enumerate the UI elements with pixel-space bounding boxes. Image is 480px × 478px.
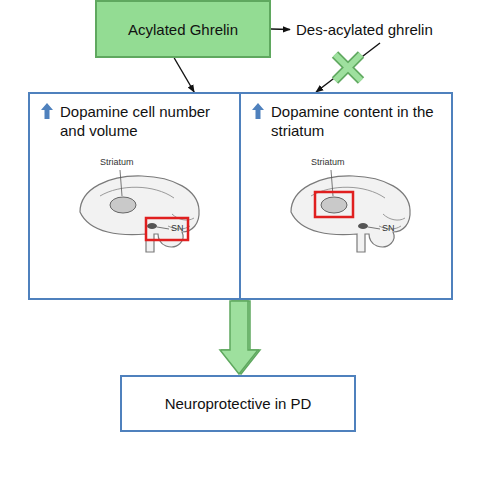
block-cross [335,55,361,81]
effect-box: Dopamine cell number and volumeStriatumS… [28,92,241,300]
text-row: Dopamine content in the striatum [249,102,443,140]
leader-line [368,227,380,229]
plain-node: Des-acylated ghrelin [290,16,470,43]
region-label: SN [382,223,395,234]
effect-box: Dopamine content in the striatumStriatum… [239,92,453,300]
node-text: Dopamine cell number and volume [60,102,231,140]
leader-line [157,227,169,229]
highlight-box [315,192,353,217]
brain-illustration [68,156,208,256]
block-arrow [220,301,258,374]
text-row: Dopamine cell number and volume [38,102,231,140]
start-box: Acylated Ghrelin [95,0,271,58]
arrow-connector [174,58,194,92]
region-label: Striatum [100,157,134,168]
increase-arrow-icon [252,103,264,119]
node-text: Acylated Ghrelin [128,20,238,39]
brain-outline [291,176,410,252]
leader-line [120,170,122,196]
node-text: Des-acylated ghrelin [296,20,464,39]
increase-arrow-icon [251,102,265,120]
arrow-connector [316,43,380,92]
block-cross [335,55,361,81]
highlight-box [146,218,188,240]
block-cross [335,55,361,81]
substantia-nigra-shape [358,223,368,229]
striatum-shape [110,197,136,213]
arrow-connector [271,28,290,30]
brain-illustration [279,156,419,256]
increase-arrow-icon [40,102,54,120]
node-text: Dopamine content in the striatum [271,102,443,140]
region-label: Striatum [311,157,345,168]
increase-arrow-icon [41,103,53,119]
outcome-box: Neuroprotective in PD [120,375,356,432]
block-cross [335,55,361,81]
node-text: Neuroprotective in PD [165,394,312,413]
striatum-shape [321,197,347,213]
substantia-nigra-shape [147,223,157,229]
brain-detail [311,187,405,229]
block-cross [335,55,361,81]
region-label: SN [171,223,184,234]
brain-outline [80,176,199,252]
